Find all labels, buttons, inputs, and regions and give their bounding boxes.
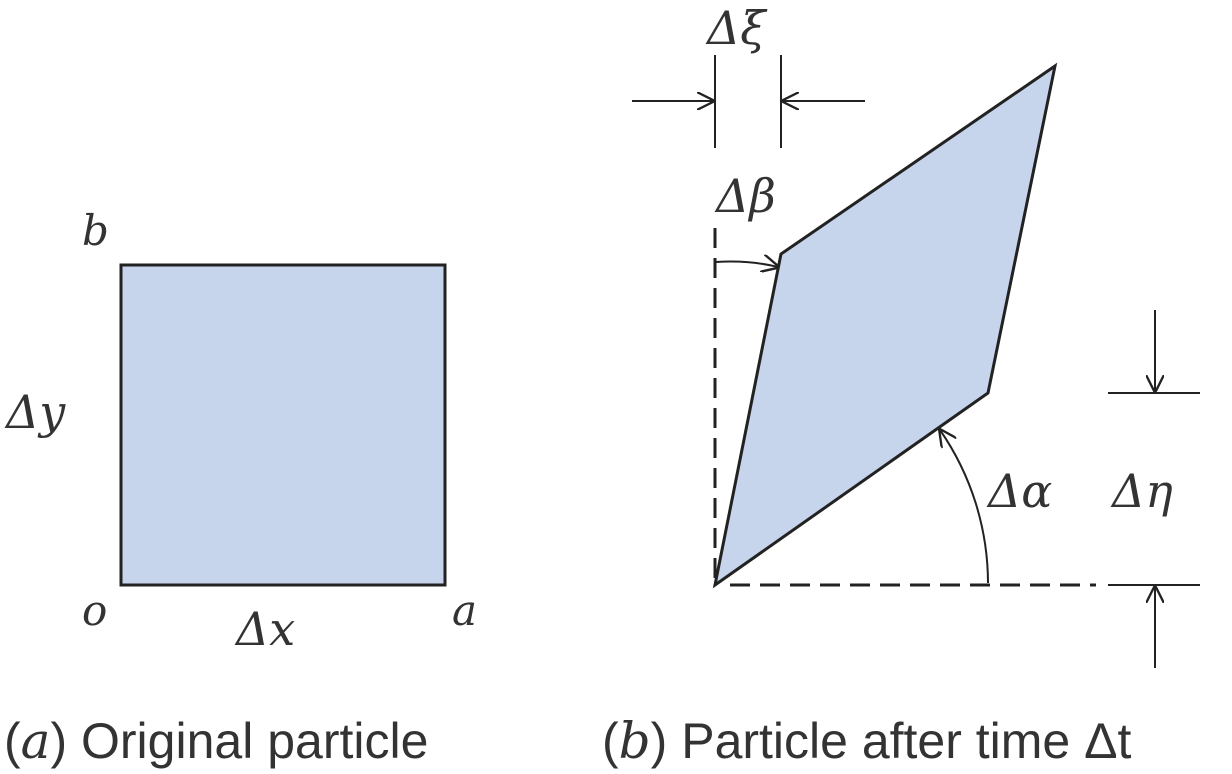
deformed-particle-parallelogram xyxy=(712,62,1058,589)
panel-b: Δξ Δβ Δα Δη (b) Particle after time Δt xyxy=(602,1,1200,770)
caption-b-text: Particle after time Δt xyxy=(681,713,1131,769)
delta-x-label: Δx xyxy=(234,602,295,656)
alpha-angle-arc xyxy=(940,430,989,584)
caption-a-text: Original particle xyxy=(81,713,428,769)
caption-b: (b) Particle after time Δt xyxy=(602,712,1132,770)
corner-o-label: o xyxy=(82,586,107,635)
corner-a-label: a xyxy=(452,586,477,635)
corner-b-label: b xyxy=(82,206,109,255)
delta-beta-label: Δβ xyxy=(714,169,776,223)
caption-a: (a) Original particle xyxy=(4,712,428,770)
caption-a-letter: a xyxy=(21,712,51,770)
delta-y-label: Δy xyxy=(4,385,66,439)
delta-eta-label: Δη xyxy=(1110,464,1173,518)
delta-alpha-label: Δα xyxy=(986,464,1052,518)
panel-a: b o a Δy Δx (a) Original particle xyxy=(4,206,477,770)
original-particle-square xyxy=(119,263,447,587)
caption-b-letter: b xyxy=(619,712,651,770)
beta-angle-arrow xyxy=(715,262,778,267)
delta-xi-label: Δξ xyxy=(705,1,768,55)
